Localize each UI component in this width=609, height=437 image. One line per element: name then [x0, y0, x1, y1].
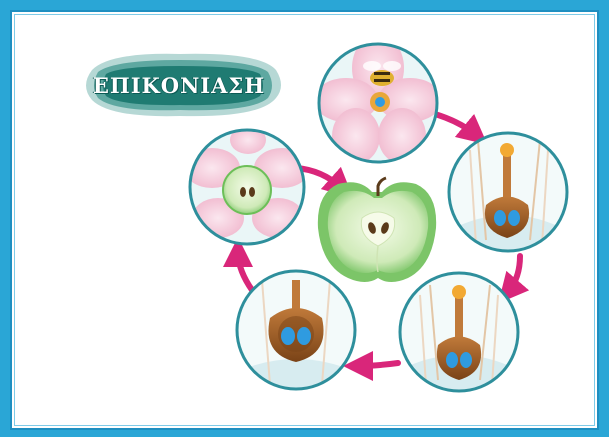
arrow-3-to-4 — [358, 363, 398, 366]
title-badge-container: ΕΠΙΚΟΝΙΑΣΗ — [80, 52, 278, 118]
ovary-swelling-icon — [236, 271, 356, 400]
arrow-4-to-5 — [238, 252, 252, 290]
pollen-tube-icon — [449, 133, 567, 260]
flower-with-bee-icon — [314, 34, 442, 164]
arrow-2-to-3 — [508, 256, 520, 292]
fertilization-icon — [400, 273, 518, 400]
apple-cross-section-icon — [318, 178, 436, 282]
fruit-forming-icon — [184, 126, 310, 244]
page-title: ΕΠΙΚΟΝΙΑΣΗ — [80, 52, 278, 118]
